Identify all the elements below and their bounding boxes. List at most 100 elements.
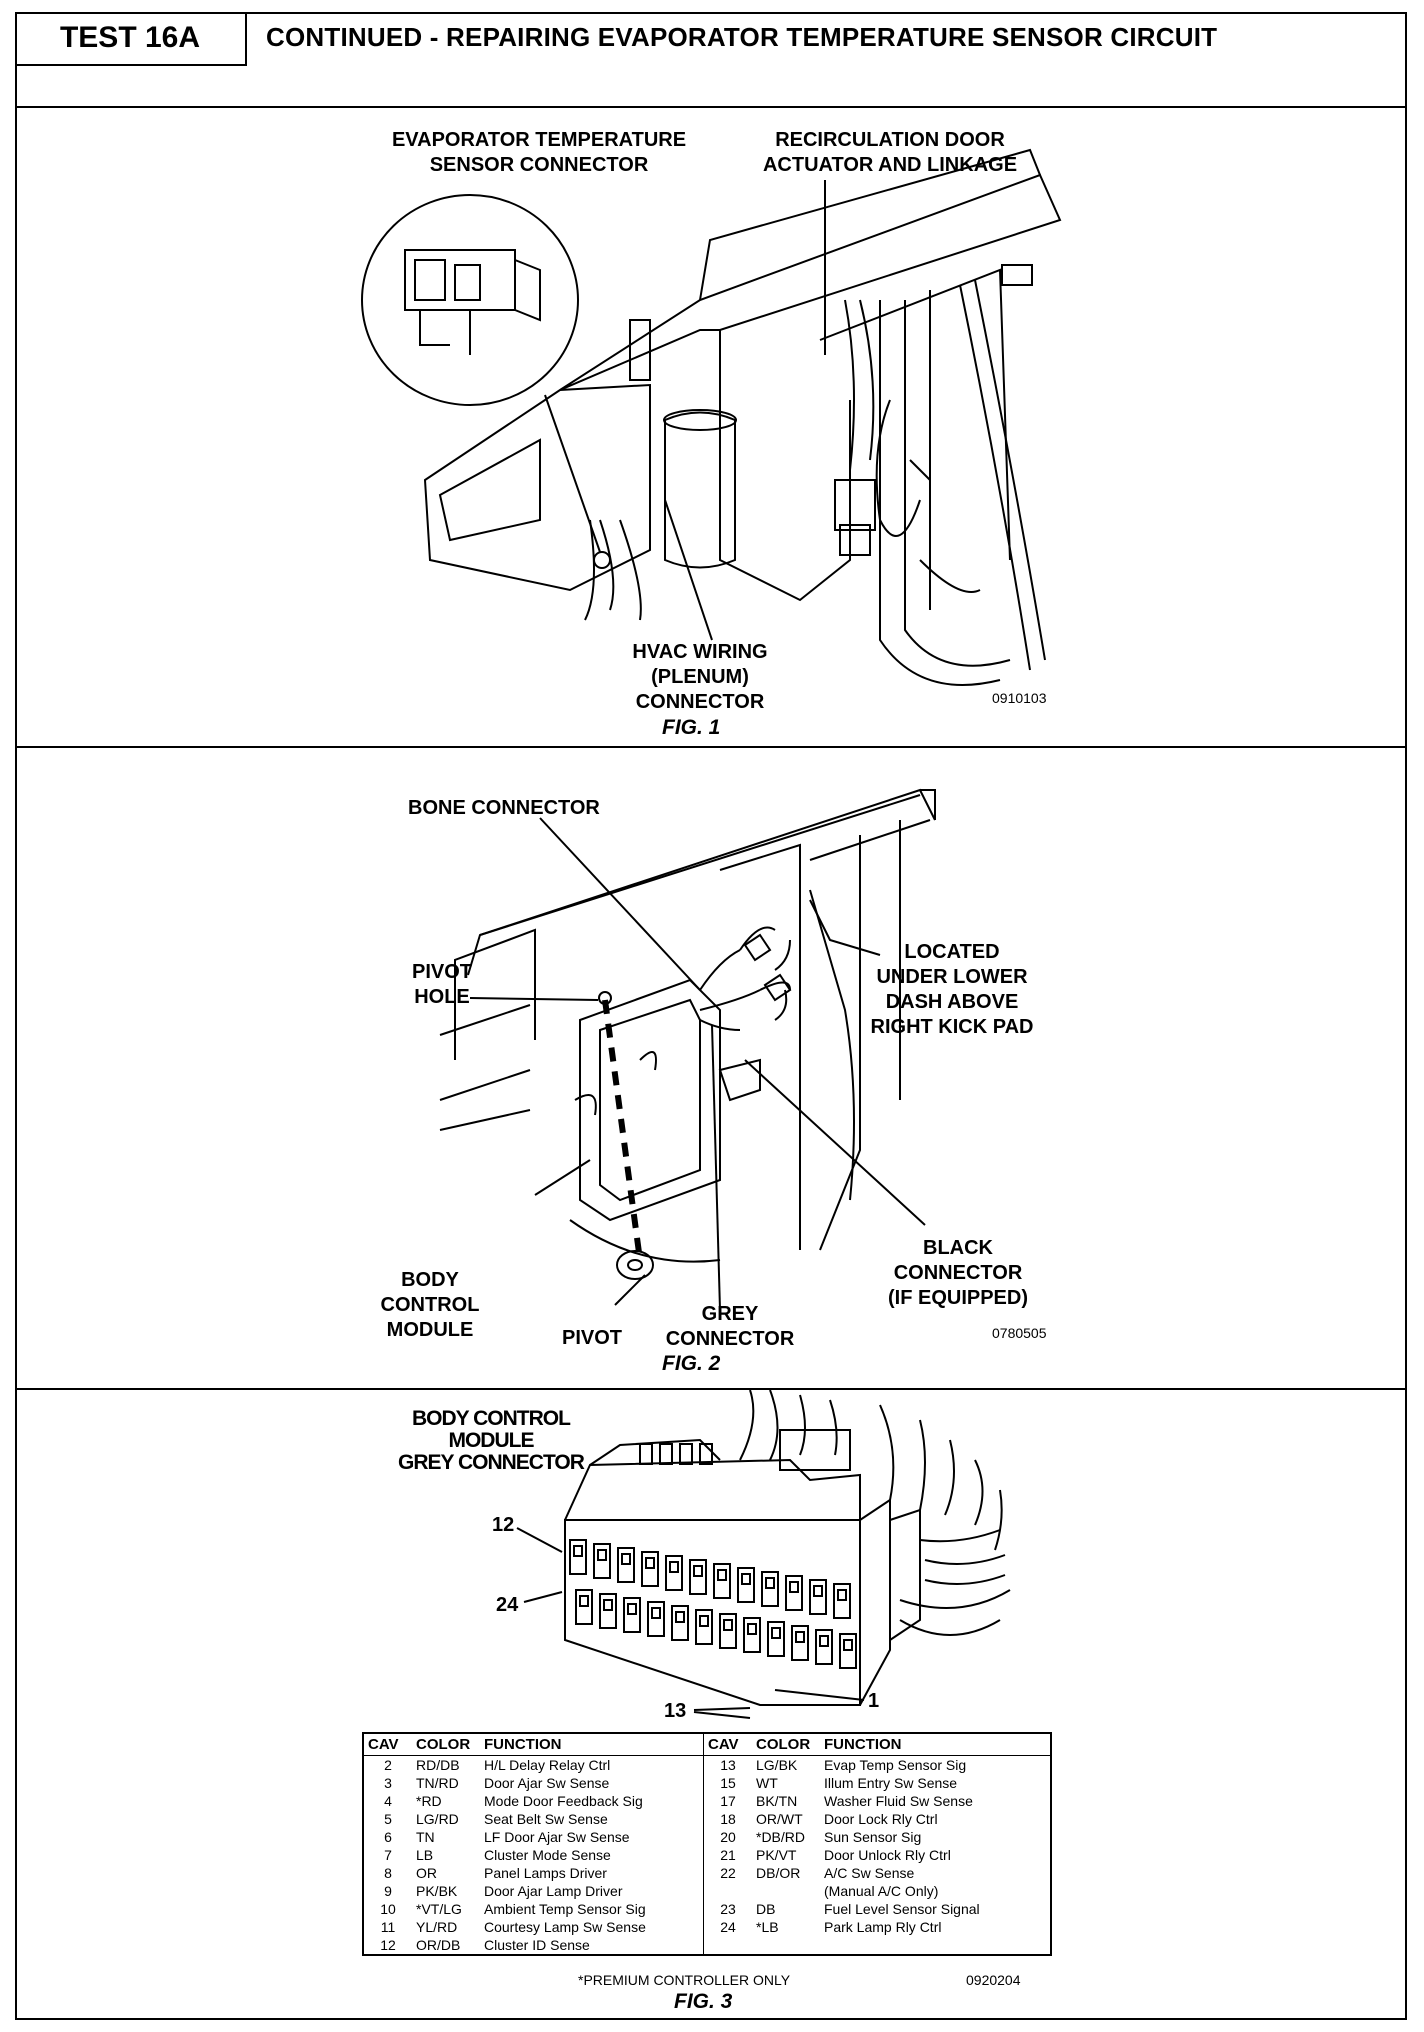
hvac-label-line1: HVAC WIRING [632, 641, 768, 663]
hvac-housing-drawing [423, 148, 1062, 686]
cavity-slot [713, 1563, 731, 1599]
cavity-slot [719, 1613, 737, 1649]
cavity-terminal [693, 1565, 703, 1577]
cavity-slot [695, 1609, 713, 1645]
cavity-terminal [747, 1623, 757, 1635]
cell-func: Washer Fluid Sw Sense [824, 1793, 973, 1809]
grey-label-line2: CONNECTOR [665, 1328, 795, 1350]
cavity-slot [743, 1617, 761, 1653]
cavity-terminal [627, 1603, 637, 1615]
bcm-module-drawing [574, 978, 721, 1280]
cell-func: Illum Entry Sw Sense [824, 1775, 958, 1791]
cavity-terminal [699, 1615, 709, 1627]
cell-color: YL/RD [416, 1919, 458, 1935]
cavity-terminal [573, 1545, 583, 1557]
cavity-slot [737, 1567, 755, 1603]
cavity-slot [833, 1583, 851, 1619]
cell-func: Courtesy Lamp Sw Sense [484, 1919, 646, 1935]
cell-cav: 22 [703, 1864, 752, 1882]
cavity-terminal [843, 1639, 853, 1651]
cell-func: Mode Door Feedback Sig [484, 1793, 643, 1809]
cell-color: TN/RD [416, 1775, 459, 1791]
recirc-label-line2: ACTUATOR AND LINKAGE [762, 154, 1018, 176]
cavity-terminal [813, 1585, 823, 1597]
cell-color: *RD [416, 1793, 442, 1809]
cavity-terminal [651, 1607, 661, 1619]
cell-color: LG/BK [756, 1757, 798, 1773]
fig2-code: 0780505 [992, 1325, 1047, 1341]
cell-color [752, 1882, 820, 1900]
cavity-terminal [771, 1627, 781, 1639]
cell-func: Door Ajar Sw Sense [484, 1775, 610, 1791]
cavity-slot [815, 1629, 833, 1665]
cell-func [820, 1936, 1051, 1955]
fig3-caption: FIG. 3 [674, 1990, 733, 2013]
black-label-line1: BLACK [923, 1237, 993, 1259]
cell-func: (Manual A/C Only) [824, 1883, 939, 1899]
bcm-label: BODY CONTROL MODULE [365, 1268, 495, 1343]
pin-leader-lines [516, 1527, 865, 1719]
cell-cav: 15 [703, 1774, 752, 1792]
cavity-terminal [765, 1577, 775, 1589]
cell-color: BK/TN [756, 1793, 798, 1809]
cavity-terminal [675, 1611, 685, 1623]
black-connector-label: BLACK CONNECTOR (IF EQUIPPED) [868, 1236, 1048, 1311]
header-cav-right: CAV [703, 1733, 752, 1756]
cavity-terminal [579, 1595, 589, 1607]
hvac-wiring-label: HVAC WIRING (PLENUM) CONNECTOR [600, 640, 800, 715]
cell-func: Cluster Mode Sense [484, 1847, 611, 1863]
cell-color: TN [416, 1829, 435, 1845]
cell-color: LG/RD [416, 1811, 459, 1827]
cell-func: Sun Sensor Sig [824, 1829, 922, 1845]
connector-magnifier-circle [361, 194, 611, 569]
header-color-right: COLOR [752, 1733, 820, 1756]
cavity-terminal [819, 1635, 829, 1647]
cell-cav: 23 [703, 1900, 752, 1918]
hvac-label-line2: (PLENUM) [651, 666, 749, 688]
cell-color: LB [416, 1847, 434, 1863]
cell-color [752, 1936, 820, 1955]
bcm-label-line3: MODULE [386, 1319, 474, 1341]
cell-cav: 7 [384, 1847, 392, 1863]
cell-cav: 5 [384, 1811, 392, 1827]
header-function-left: FUNCTION [480, 1733, 704, 1756]
black-label-line3: (IF EQUIPPED) [887, 1287, 1028, 1309]
pin-13-label: 13 [664, 1700, 687, 1722]
table-header-row: CAV COLOR FUNCTION CAV COLOR FUNCTION [363, 1733, 1051, 1756]
cavity-terminal [621, 1553, 631, 1565]
cavity-terminal [723, 1619, 733, 1631]
evap-sensor-connector-label: EVAPORATOR TEMPERATURE SENSOR CONNECTOR [374, 128, 704, 178]
pin-24-label: 24 [496, 1594, 519, 1616]
fig1-caption: FIG. 1 [662, 716, 721, 739]
located-line3: DASH ABOVE [885, 991, 1019, 1013]
pivot-hole-label: PIVOT HOLE [392, 960, 492, 1010]
cell-color: DB [756, 1901, 776, 1917]
evap-label-line1: EVAPORATOR TEMPERATURE [391, 129, 687, 151]
hvac-label-line3: CONNECTOR [635, 691, 765, 713]
cell-color: RD/DB [416, 1757, 460, 1773]
cell-cav: 13 [703, 1755, 752, 1774]
cavity-terminal [795, 1631, 805, 1643]
cell-color: DB/OR [756, 1865, 801, 1881]
cavity-slot [647, 1601, 665, 1637]
located-line1: LOCATED [904, 941, 1000, 963]
cell-cav: 11 [380, 1919, 396, 1935]
cavity-terminal [789, 1581, 799, 1593]
cavity-slot [761, 1571, 779, 1607]
cavity-slot [767, 1621, 785, 1657]
connector-cavities [569, 1539, 857, 1669]
cell-func: Seat Belt Sw Sense [484, 1811, 608, 1827]
fig1-code: 0910103 [992, 690, 1047, 706]
cavity-slot [623, 1597, 641, 1633]
cavity-terminal [741, 1573, 751, 1585]
cavity-terminal [597, 1549, 607, 1561]
premium-footnote: *PREMIUM CONTROLLER ONLY [578, 1972, 791, 1988]
cell-func: Panel Lamps Driver [484, 1865, 607, 1881]
located-line2: UNDER LOWER [876, 966, 1028, 988]
